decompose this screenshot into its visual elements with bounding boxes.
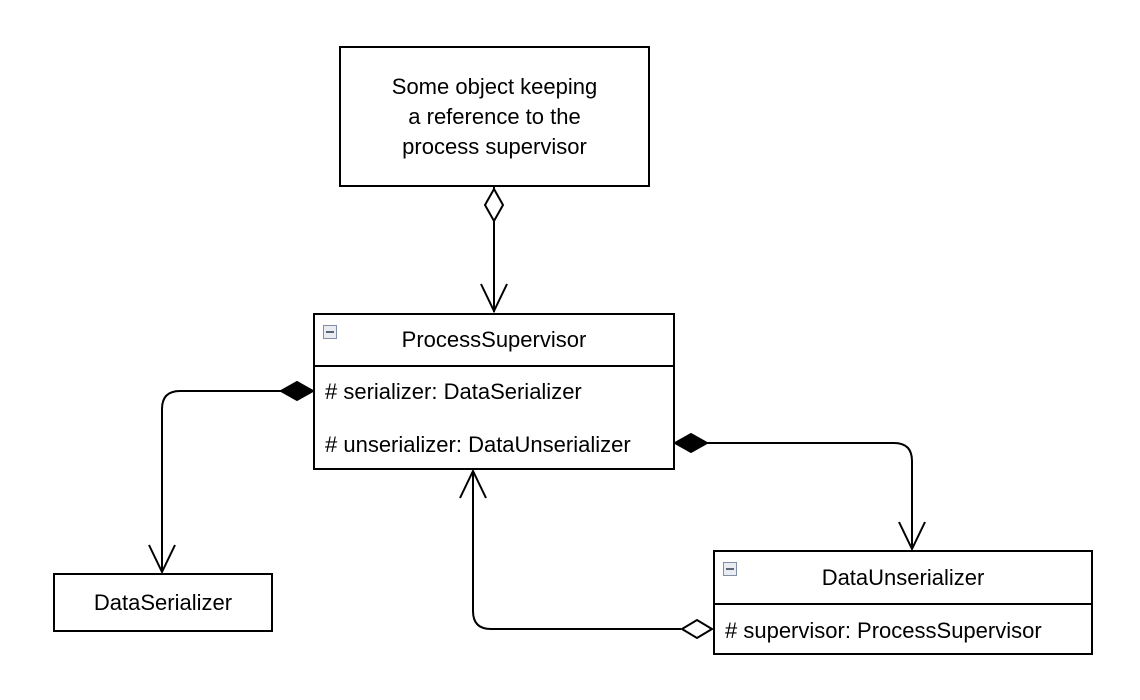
- collapse-icon[interactable]: [323, 325, 337, 339]
- filled-diamond-icon: [672, 432, 710, 454]
- note-line: Some object keeping: [391, 73, 598, 99]
- class-name: DataSerializer: [93, 589, 233, 615]
- class-process-supervisor[interactable]: ProcessSupervisor # serializer: DataSeri…: [313, 313, 675, 470]
- unserializer-to-supervisor-aggregation: [459, 468, 714, 640]
- note-to-supervisor-aggregation: [480, 186, 508, 314]
- hollow-diamond-icon: [483, 186, 505, 224]
- open-arrowhead-icon: [480, 283, 508, 314]
- hollow-diamond-icon: [680, 618, 714, 640]
- filled-diamond-icon: [278, 380, 316, 402]
- note-line: process supervisor: [402, 133, 587, 159]
- note-text: Some object keeping a reference to the p…: [370, 72, 620, 162]
- class-attribute: # unserializer: DataUnserializer: [325, 432, 631, 457]
- open-arrowhead-icon: [459, 468, 487, 499]
- supervisor-to-serializer-composition: [148, 380, 316, 575]
- class-attribute: # serializer: DataSerializer: [325, 379, 582, 404]
- class-data-serializer[interactable]: DataSerializer: [53, 573, 273, 632]
- note-box: Some object keeping a reference to the p…: [339, 46, 650, 187]
- class-data-unserializer[interactable]: DataUnserializer # supervisor: ProcessSu…: [713, 550, 1093, 655]
- class-name: ProcessSupervisor: [401, 327, 587, 352]
- class-header: ProcessSupervisor: [315, 315, 673, 367]
- open-arrowhead-icon: [148, 544, 176, 575]
- note-line: a reference to the: [408, 103, 581, 129]
- class-name: DataUnserializer: [821, 564, 985, 590]
- class-header: DataUnserializer: [715, 552, 1091, 605]
- open-arrowhead-icon: [898, 521, 926, 552]
- supervisor-to-unserializer-composition: [672, 432, 926, 552]
- collapse-icon[interactable]: [723, 562, 737, 576]
- class-attribute: # supervisor: ProcessSupervisor: [725, 618, 1042, 643]
